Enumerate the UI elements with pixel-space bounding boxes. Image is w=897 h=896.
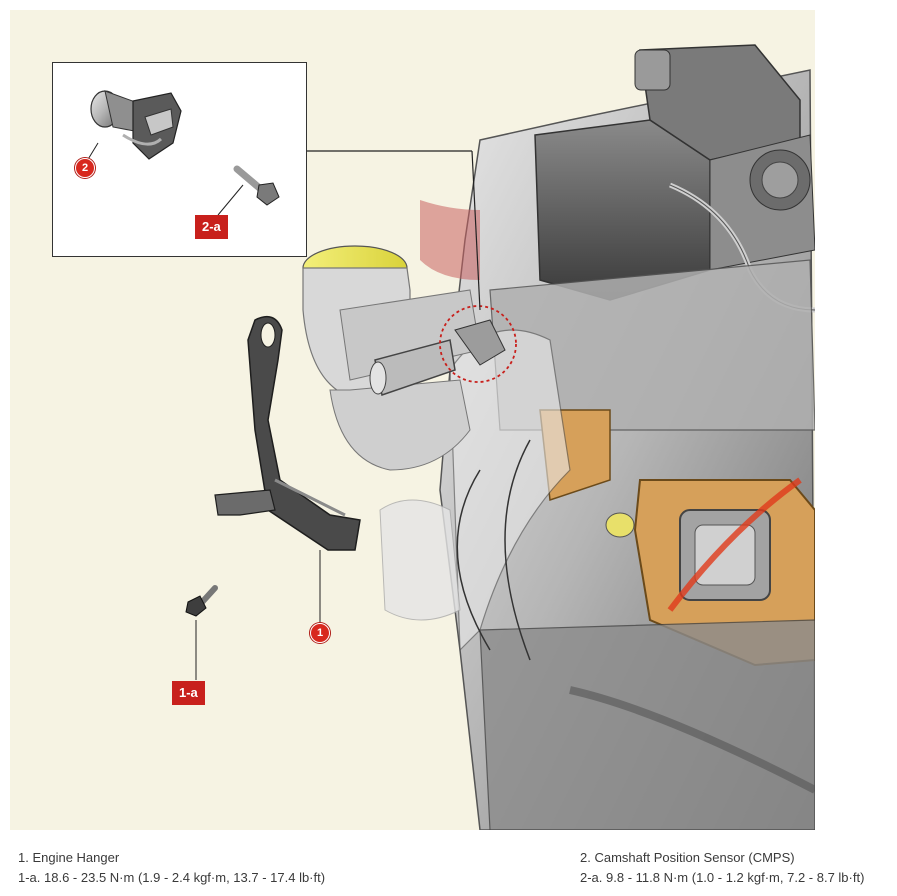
cmps-installed bbox=[454, 319, 506, 366]
legend-item-2-torque: 2-a. 9.8 - 11.8 N·m (1.0 - 1.2 kgf·m, 7.… bbox=[580, 870, 865, 885]
legend-item-1-title: 1. Engine Hanger bbox=[18, 850, 120, 865]
cmps-bolt bbox=[233, 165, 280, 206]
callout-1: 1 bbox=[310, 623, 330, 643]
hanger-bolt bbox=[185, 585, 218, 617]
cmps-detail-inset: 2 2-a bbox=[52, 62, 307, 257]
callout-2: 2 bbox=[75, 158, 95, 178]
engine-hanger bbox=[214, 315, 361, 551]
legend-item-1-torque: 1-a. 18.6 - 23.5 N·m (1.9 - 2.4 kgf·m, 1… bbox=[18, 870, 326, 885]
callout-1a: 1-a bbox=[172, 681, 205, 705]
turbocharger bbox=[302, 245, 481, 621]
engine-diagram: 2 2-a 1 1-a bbox=[10, 10, 815, 830]
cmps-detail-illustration bbox=[86, 90, 280, 216]
legend-item-1: 1. Engine Hanger 1-a. 18.6 - 23.5 N·m (1… bbox=[18, 848, 325, 888]
cmps-bolt-leader-line bbox=[217, 184, 244, 216]
legend-item-2-title: 2. Camshaft Position Sensor (CMPS) bbox=[580, 850, 795, 865]
engine-block bbox=[420, 44, 815, 830]
legend-item-2: 2. Camshaft Position Sensor (CMPS) 2-a. … bbox=[580, 848, 864, 888]
engine-illustration bbox=[185, 44, 815, 830]
camshaft-position-sensor bbox=[90, 90, 182, 160]
callout-2a: 2-a bbox=[195, 215, 228, 239]
cmps-location-circle bbox=[439, 305, 517, 383]
inset-leader-line-down bbox=[471, 150, 481, 311]
